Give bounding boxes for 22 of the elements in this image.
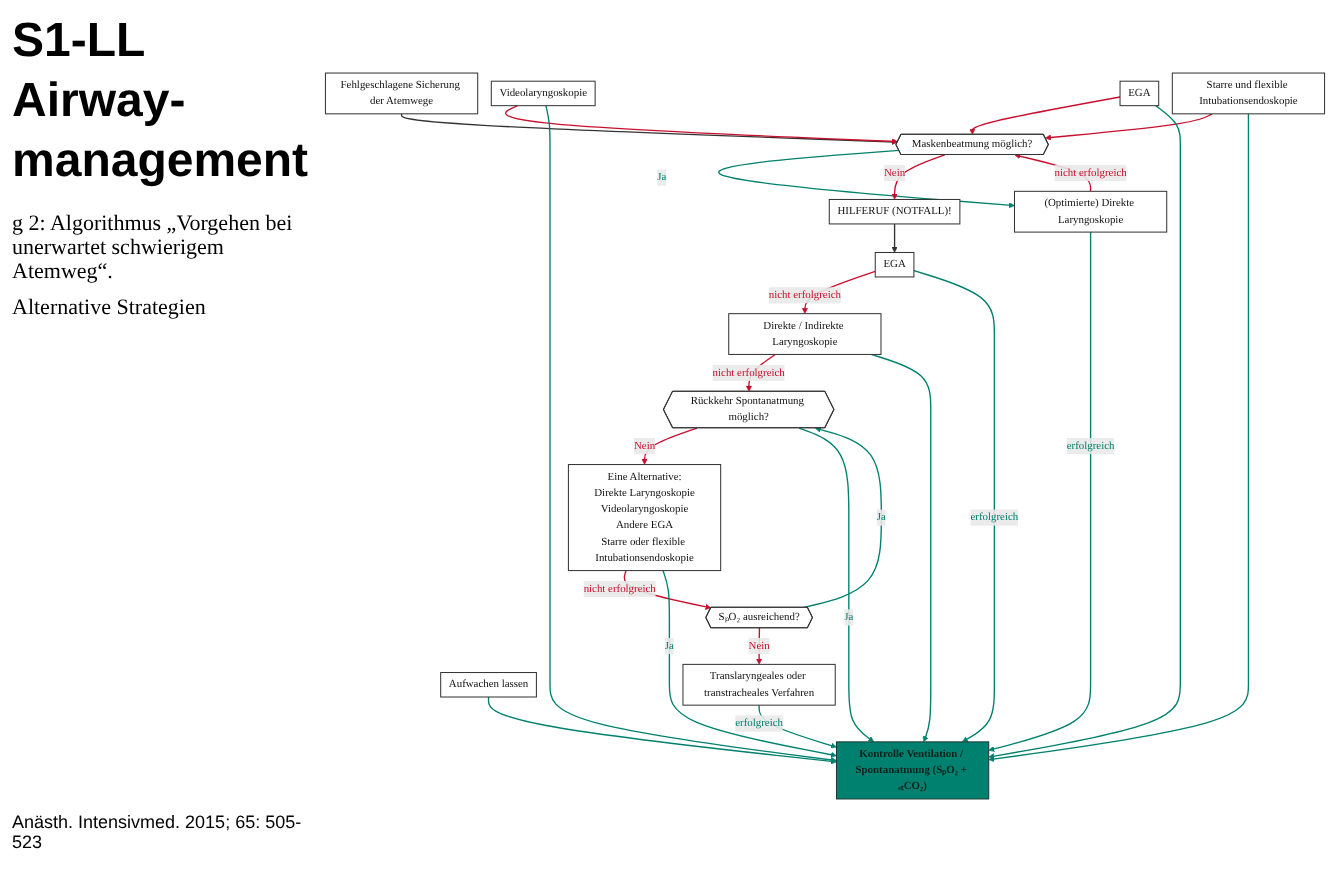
arrow — [913, 269, 996, 743]
arrow — [1045, 113, 1213, 141]
caption: Anästh. Intensivmed. 2015; 65: 505-523 — [12, 812, 304, 852]
arrow — [718, 149, 1015, 209]
figure-heading: g 2: Algorithmus „Vorgehen bei unerwartet schwierigem Atemweg“. — [12, 212, 295, 284]
arrow — [891, 154, 946, 200]
arrow — [988, 113, 1250, 762]
arrow — [969, 96, 1121, 135]
arrow — [641, 427, 698, 465]
arrow — [758, 704, 837, 749]
arrow — [802, 426, 883, 609]
arrow — [870, 353, 932, 743]
arrow — [487, 696, 837, 765]
arrow — [891, 223, 898, 253]
arrow — [505, 105, 898, 145]
note: Alternative Strategien — [12, 296, 208, 320]
arrow — [400, 113, 898, 145]
arrow — [988, 231, 1092, 752]
arrow — [798, 427, 875, 743]
title: S1-LL Airway-management — [12, 12, 311, 192]
arrow — [988, 105, 1181, 760]
arrow — [756, 627, 763, 665]
